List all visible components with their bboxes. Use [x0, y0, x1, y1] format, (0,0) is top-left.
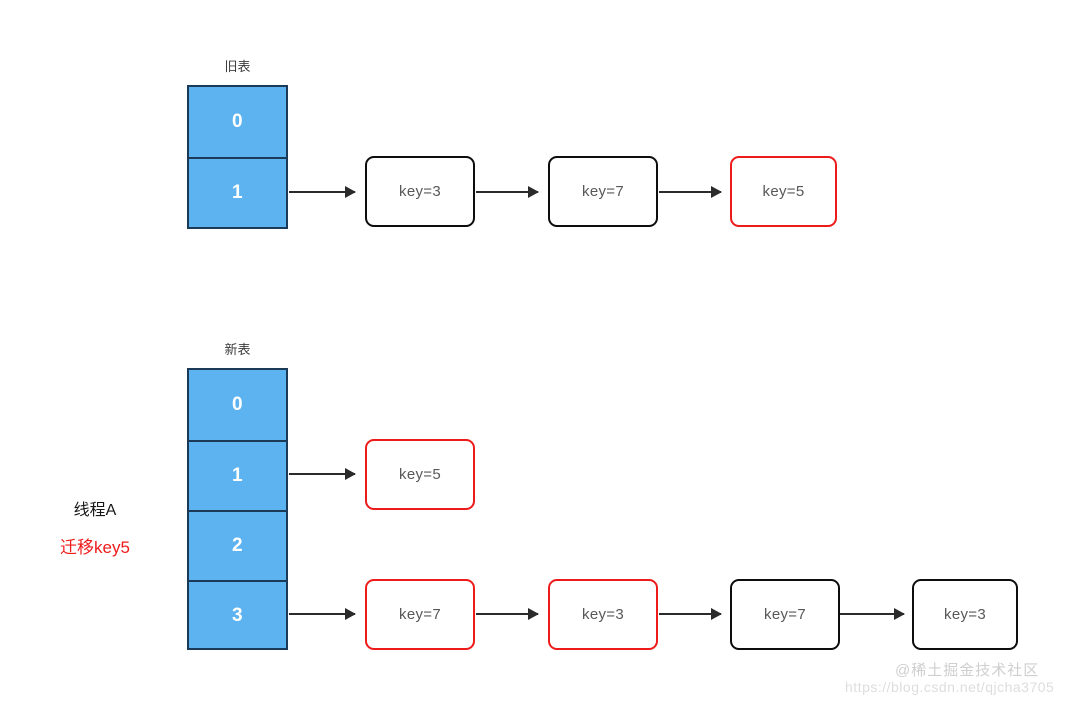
- old-bucket-table: 0 1: [187, 85, 288, 229]
- old-chain-node-3[interactable]: key=5: [730, 156, 837, 227]
- old-bucket-1[interactable]: 1: [189, 157, 286, 227]
- new-bucket1-chain-node-1[interactable]: key=5: [365, 439, 475, 510]
- thread-label: 线程A: [73, 502, 117, 519]
- new-bucket3-chain-node-3[interactable]: key=7: [730, 579, 840, 650]
- new-bucket-2[interactable]: 2: [189, 510, 286, 580]
- arrow-new-bucket3-to-node1: [289, 608, 356, 620]
- arrow-new-node3-to-node4: [838, 608, 905, 620]
- new-bucket-0[interactable]: 0: [231, 394, 244, 415]
- new-bucket-3[interactable]: 3: [189, 580, 286, 650]
- new-bucket3-chain-node-4[interactable]: key=3: [912, 579, 1018, 650]
- new-table-caption: 新表: [224, 342, 251, 357]
- arrow-new-bucket1-to-node1: [289, 468, 356, 480]
- arrow-new-node2-to-node3: [659, 608, 722, 620]
- old-chain-node-1[interactable]: key=3: [365, 156, 475, 227]
- new-bucket3-chain-node-2[interactable]: key=3: [548, 579, 658, 650]
- arrow-old-bucket1-to-node1: [289, 186, 356, 198]
- watermark-brand: @稀土掘金技术社区: [895, 662, 1040, 679]
- old-chain-node-2[interactable]: key=7: [548, 156, 658, 227]
- old-table-caption: 旧表: [224, 59, 251, 74]
- watermark-url: https://blog.csdn.net/qjcha3705: [845, 679, 1055, 695]
- old-bucket-0[interactable]: 0: [231, 111, 244, 132]
- arrow-old-node1-to-node2: [476, 186, 539, 198]
- new-bucket-1[interactable]: 1: [189, 440, 286, 510]
- arrow-new-node1-to-node2: [476, 608, 539, 620]
- new-bucket3-chain-node-1[interactable]: key=7: [365, 579, 475, 650]
- arrow-old-node2-to-node3: [659, 186, 722, 198]
- migration-action-label: 迁移key5: [60, 538, 130, 557]
- new-bucket-table: 0 1 2 3: [187, 368, 288, 650]
